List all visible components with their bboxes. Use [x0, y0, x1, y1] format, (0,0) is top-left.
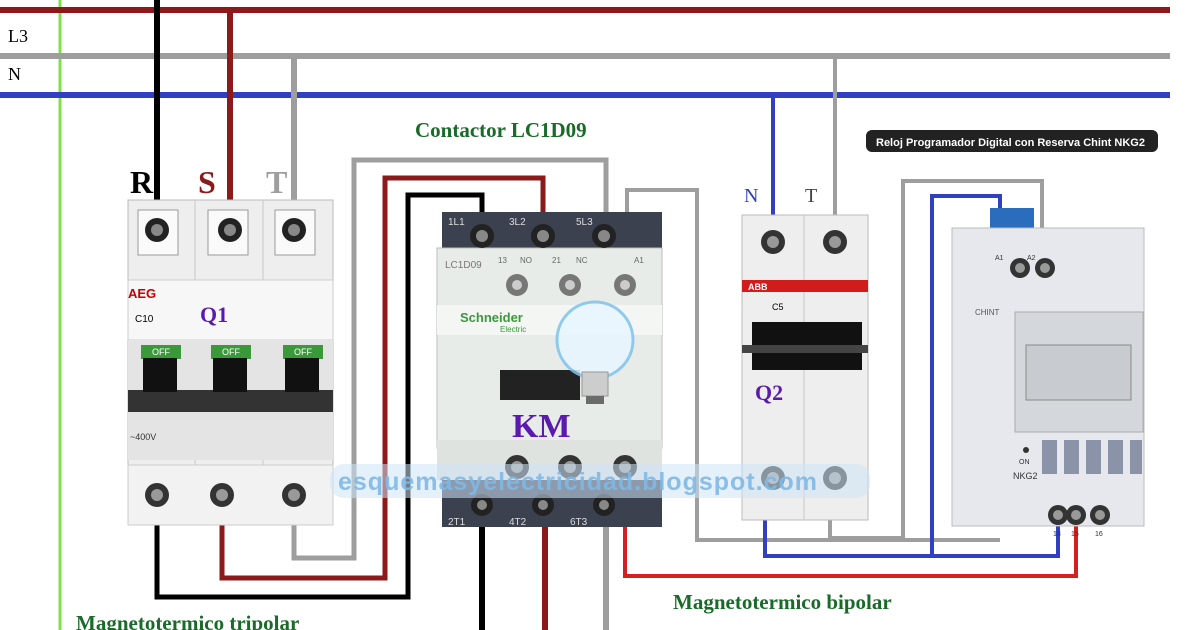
timer-nkg2 [951, 208, 1145, 527]
breaker-q1 [127, 199, 334, 526]
contactor-brand-sub: Electric [500, 325, 526, 334]
contactor-title: Contactor LC1D09 [415, 118, 587, 142]
breaker-q1-off-1: OFF [152, 347, 170, 357]
contactor-term-4t2: 4T2 [509, 517, 527, 528]
contactor-aux-13: 13 [498, 256, 507, 265]
breaker-q2-ref: Q2 [755, 380, 783, 405]
breaker-q2-model: C5 [772, 302, 784, 312]
breaker-q1-off-3: OFF [294, 347, 312, 357]
timer-term-a2: A2 [1027, 255, 1036, 262]
breaker-q2-title: Magnetotermico bipolar [673, 590, 892, 614]
timer-term-15: 15 [1071, 531, 1079, 538]
contactor-term-5l3: 5L3 [576, 217, 593, 228]
contactor-term-1l1: 1L1 [448, 217, 465, 228]
phase-label-t: T [266, 164, 287, 200]
watermark-text: esquemasyelectricidad.blogspot.com [338, 468, 818, 496]
contactor-ref: KM [512, 408, 571, 445]
phase-label-s: S [198, 164, 216, 200]
bus-label-n: N [8, 64, 21, 84]
timer-term-18: 18 [1053, 531, 1061, 538]
contactor-term-3l2: 3L2 [509, 217, 526, 228]
contactor-term-6t3: 6T3 [570, 517, 588, 528]
feeder-wires [154, 0, 297, 215]
timer-model: NKG2 [1013, 471, 1038, 481]
contactor-aux-no: NO [520, 256, 532, 265]
breaker-q1-off-2: OFF [222, 347, 240, 357]
timer-title: Reloj Programador Digital con Reserva Ch… [876, 137, 1145, 149]
lightbulb-icon [555, 300, 635, 404]
timer-title-badge [866, 130, 1158, 152]
breaker-q2-phase-t: T [805, 185, 817, 207]
contactor-aux-21: 21 [552, 256, 561, 265]
breaker-q2-phase-n: N [744, 185, 758, 207]
contactor-model: LC1D09 [445, 260, 482, 271]
load-wires [479, 520, 609, 630]
breaker-q1-voltage: ~400V [130, 432, 156, 442]
breaker-q1-ref: Q1 [200, 302, 228, 327]
timer-term-a1: A1 [995, 255, 1004, 262]
contactor-term-2t1: 2T1 [448, 517, 466, 528]
contactor-brand: Schneider [460, 310, 523, 325]
q1-to-km-wires [154, 157, 609, 600]
phase-label-r: R [130, 164, 154, 200]
contactor-aux-nc: NC [576, 256, 588, 265]
bus-bars [0, 7, 1170, 98]
timer-brand: CHINT [975, 308, 1000, 317]
contactor-aux-a1: A1 [634, 256, 644, 265]
breaker-q1-title: Magnetotermico tripolar [76, 611, 299, 630]
breaker-q2-brand: ABB [748, 282, 768, 292]
breaker-q1-brand: AEG [128, 286, 156, 301]
watermark-band [330, 464, 870, 498]
timer-on-label: ON [1019, 459, 1030, 466]
timer-term-16: 16 [1095, 531, 1103, 538]
bus-label-l3: L3 [8, 26, 28, 46]
breaker-q1-model: C10 [135, 314, 154, 325]
